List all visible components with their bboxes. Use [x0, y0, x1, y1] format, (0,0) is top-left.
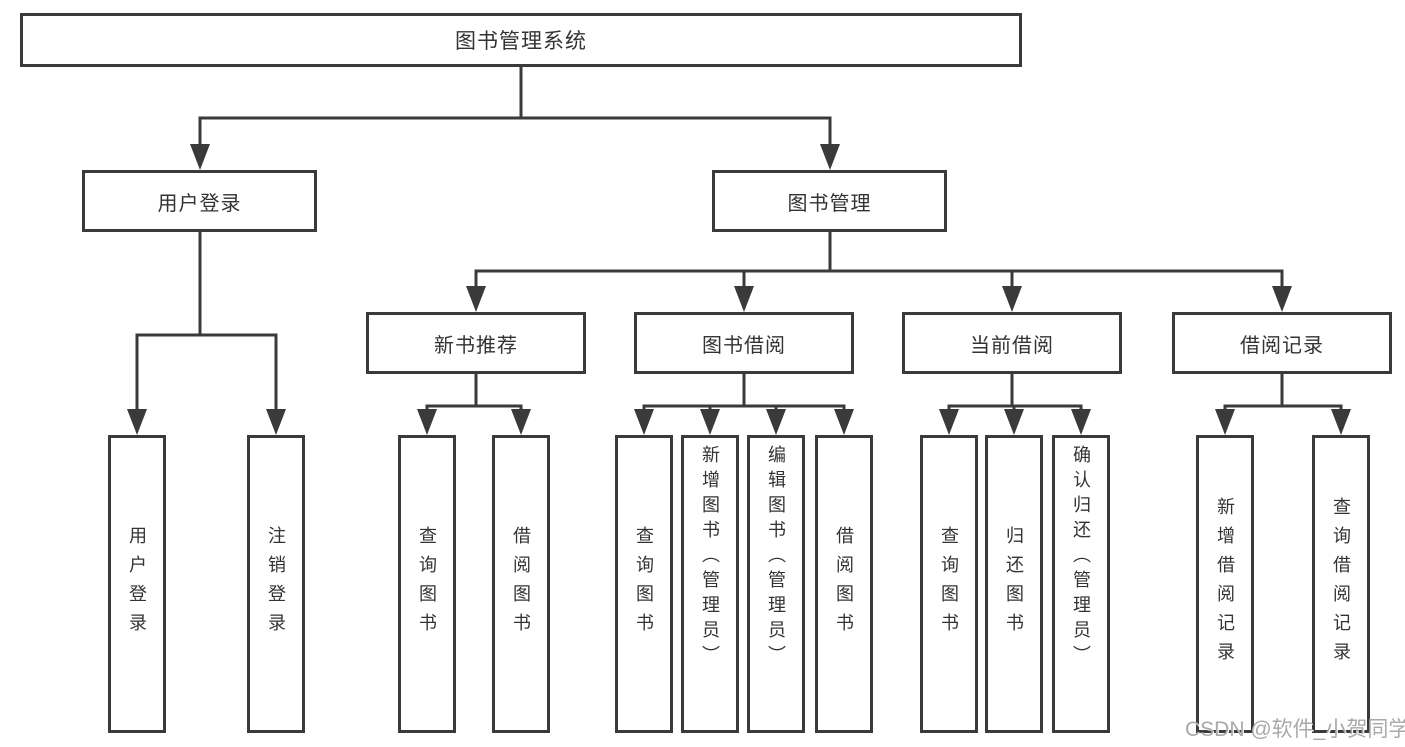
leaf-edit-books-admin: 编辑图书（管理员）	[747, 435, 805, 733]
arrowhead-icon	[127, 409, 147, 435]
leaf-confirm-return-admin: 确认归还（管理员）	[1052, 435, 1110, 733]
csdn-watermark: CSDN @软件_小贺同学	[1185, 718, 1405, 741]
leaf-user-login: 用户登录	[108, 435, 166, 733]
node-label: 新书推荐	[434, 334, 518, 357]
leaf-label: 新增借阅记录	[1215, 497, 1235, 671]
leaf-query-borrow-record: 查询借阅记录	[1312, 435, 1370, 733]
node-label: 图书管理系统	[455, 30, 587, 53]
arrowhead-icon	[1272, 286, 1292, 312]
node-label: 借阅记录	[1240, 334, 1324, 357]
leaf-logout: 注销登录	[247, 435, 305, 733]
arrowhead-icon	[1215, 409, 1235, 435]
leaf-label: 查询图书	[417, 526, 437, 642]
arrowhead-icon	[417, 409, 437, 435]
leaf-borrow-books: 借阅图书	[815, 435, 873, 733]
node-label: 用户登录	[157, 192, 242, 215]
leaf-query-books: 查询图书	[920, 435, 978, 733]
node-library-management-system: 图书管理系统	[20, 13, 1022, 67]
arrowhead-icon	[466, 286, 486, 312]
arrowhead-icon	[700, 409, 720, 435]
arrowhead-icon	[190, 144, 210, 170]
leaf-add-borrow-record: 新增借阅记录	[1196, 435, 1254, 733]
leaf-return-books: 归还图书	[985, 435, 1043, 733]
leaf-borrow-books: 借阅图书	[492, 435, 550, 733]
node-current-borrowing: 当前借阅	[902, 312, 1122, 374]
leaf-label: 用户登录	[127, 526, 147, 642]
leaf-label: 编辑图书（管理员）	[766, 445, 786, 670]
arrowhead-icon	[511, 409, 531, 435]
node-user-login: 用户登录	[82, 170, 317, 232]
arrowhead-icon	[634, 409, 654, 435]
leaf-label: 借阅图书	[511, 526, 531, 642]
arrowheads	[127, 144, 1351, 435]
arrowhead-icon	[766, 409, 786, 435]
leaf-label: 查询图书	[939, 526, 959, 642]
arrowhead-icon	[834, 409, 854, 435]
arrowhead-icon	[1002, 286, 1022, 312]
leaf-query-books: 查询图书	[398, 435, 456, 733]
leaf-label: 注销登录	[266, 526, 286, 642]
node-label: 当前借阅	[970, 334, 1054, 357]
node-borrowing-records: 借阅记录	[1172, 312, 1392, 374]
node-book-borrowing: 图书借阅	[634, 312, 854, 374]
node-label: 图书借阅	[702, 334, 786, 357]
arrowhead-icon	[939, 409, 959, 435]
node-label: 图书管理	[787, 192, 872, 215]
arrowhead-icon	[734, 286, 754, 312]
arrowhead-icon	[820, 144, 840, 170]
arrowhead-icon	[266, 409, 286, 435]
arrowhead-icon	[1331, 409, 1351, 435]
node-new-book-recommendation: 新书推荐	[366, 312, 586, 374]
leaf-query-books: 查询图书	[615, 435, 673, 733]
leaf-label: 借阅图书	[834, 526, 854, 642]
leaf-label: 归还图书	[1004, 526, 1024, 642]
arrowhead-icon	[1004, 409, 1024, 435]
arrowhead-icon	[1071, 409, 1091, 435]
leaf-label: 新增图书（管理员）	[700, 445, 720, 670]
leaf-add-books-admin: 新增图书（管理员）	[681, 435, 739, 733]
leaf-label: 确认归还（管理员）	[1071, 445, 1091, 670]
leaf-label: 查询图书	[634, 526, 654, 642]
node-book-management: 图书管理	[712, 170, 947, 232]
leaf-label: 查询借阅记录	[1331, 497, 1351, 671]
